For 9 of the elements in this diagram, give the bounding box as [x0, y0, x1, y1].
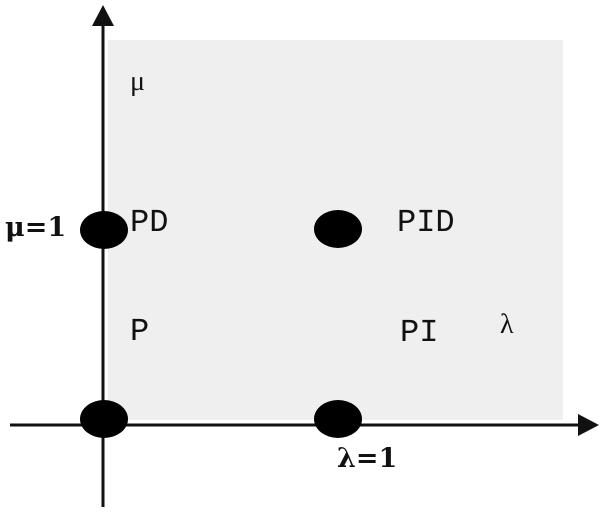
region-label: PI — [400, 317, 438, 349]
tick-label: μ=1 — [5, 214, 66, 241]
shaded-region — [108, 40, 563, 420]
region-label: PID — [397, 207, 455, 239]
axis-label: μ — [130, 68, 146, 96]
axis-label: λ — [500, 311, 514, 339]
tick-label: λ=1 — [337, 445, 398, 472]
region-label: PD — [130, 207, 168, 239]
region-label: P — [130, 316, 150, 348]
